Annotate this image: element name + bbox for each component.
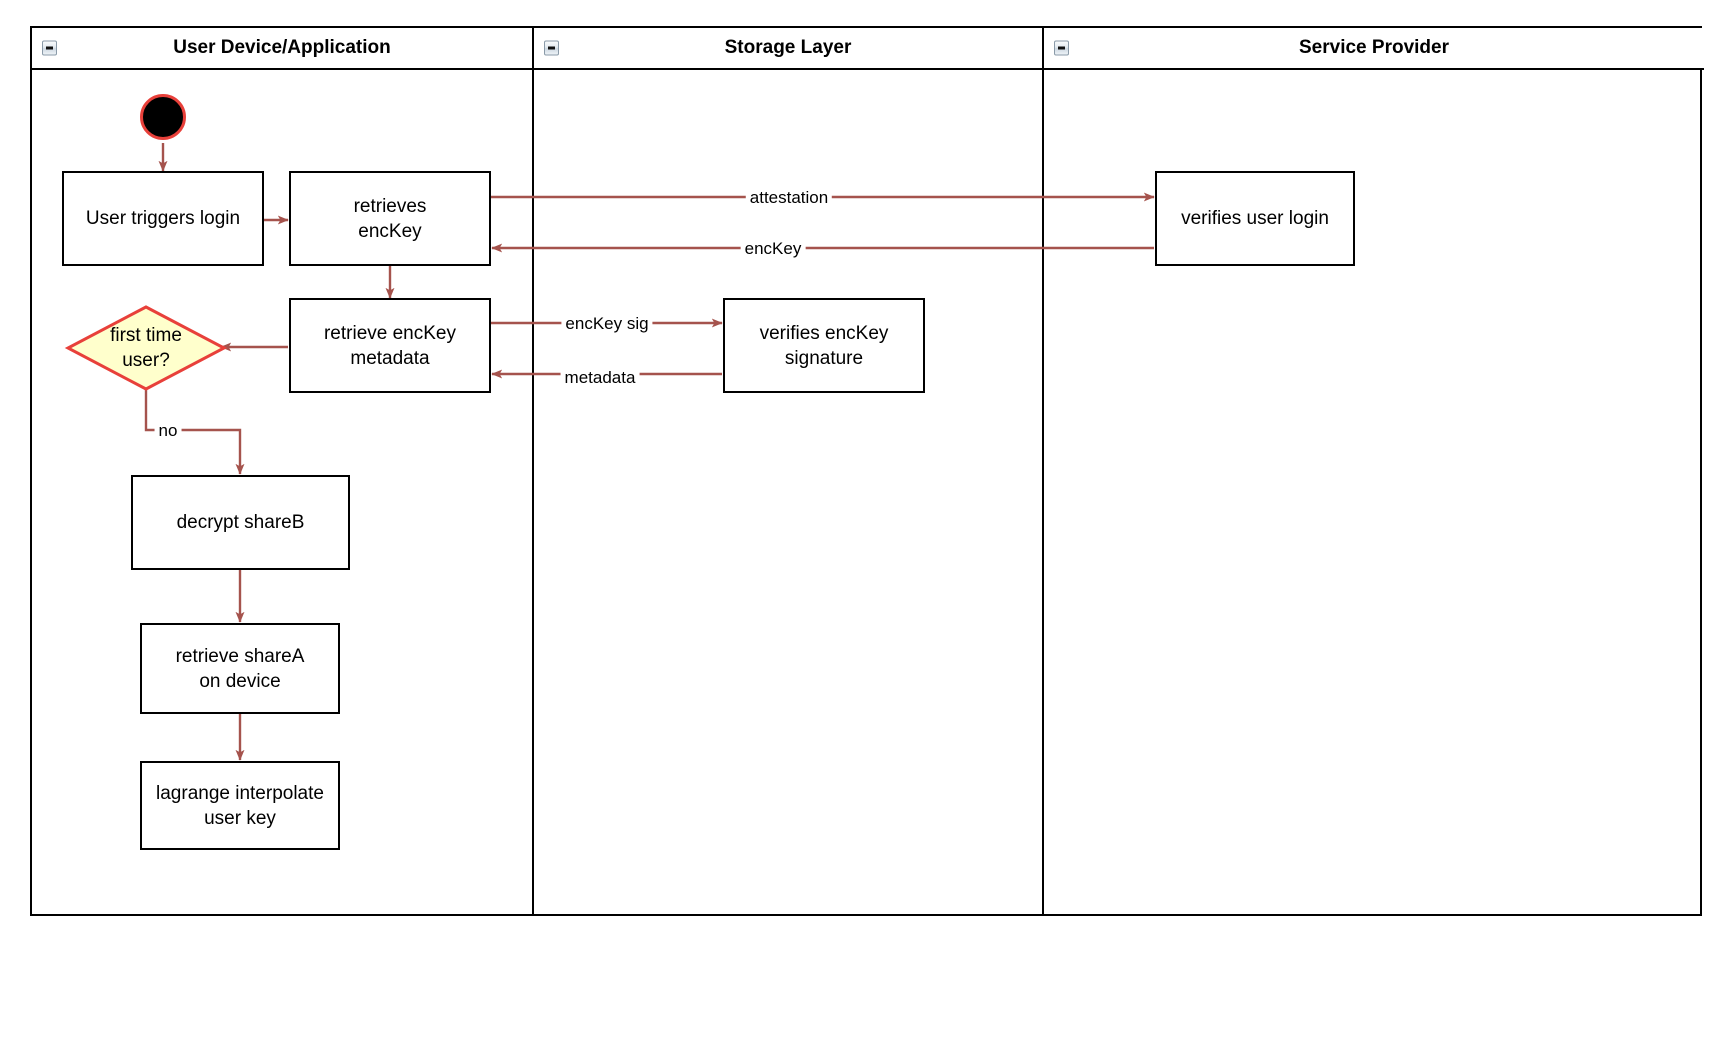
node-decrypt-shareb[interactable]: decrypt shareB — [131, 475, 350, 570]
node-retrieves-enckey[interactable]: retrieves encKey — [289, 171, 491, 266]
lane-title-service-provider: Service Provider — [1299, 37, 1449, 58]
edge-label-attestation: attestation — [745, 188, 833, 208]
edge-label-no: no — [154, 421, 182, 441]
swimlane-service-provider: Service Provider — [1042, 28, 1704, 914]
node-lagrange-interpolate-user-key[interactable]: lagrange interpolate user key — [140, 761, 340, 850]
start-node[interactable] — [140, 94, 186, 140]
lane-header-storage-layer: Storage Layer — [534, 28, 1042, 70]
node-retrieve-enckey-metadata[interactable]: retrieve encKey metadata — [289, 298, 491, 393]
collapse-minus-icon[interactable] — [1054, 40, 1069, 56]
edge-label-enckey-sig: encKey sig — [561, 314, 653, 334]
swimlane-storage-layer: Storage Layer — [532, 28, 1042, 914]
node-verifies-enckey-signature[interactable]: verifies encKey signature — [723, 298, 925, 393]
node-retrieve-sharea-on-device[interactable]: retrieve shareA on device — [140, 623, 340, 714]
node-verifies-user-login[interactable]: verifies user login — [1155, 171, 1355, 266]
lane-header-service-provider: Service Provider — [1044, 28, 1704, 70]
lane-title-storage-layer: Storage Layer — [724, 37, 852, 58]
edge-label-metadata: metadata — [560, 368, 640, 388]
collapse-minus-icon[interactable] — [544, 40, 559, 56]
edge-label-enckey: encKey — [740, 239, 806, 259]
lane-header-user-device: User Device/Application — [32, 28, 532, 70]
lane-title-user-device: User Device/Application — [173, 37, 391, 58]
swimlane-user-device: User Device/Application — [32, 28, 532, 914]
lane-body-service-provider — [1044, 70, 1704, 914]
node-first-time-user[interactable]: first time user? — [64, 305, 228, 391]
node-user-triggers-login[interactable]: User triggers login — [62, 171, 264, 266]
collapse-minus-icon[interactable] — [42, 40, 57, 56]
